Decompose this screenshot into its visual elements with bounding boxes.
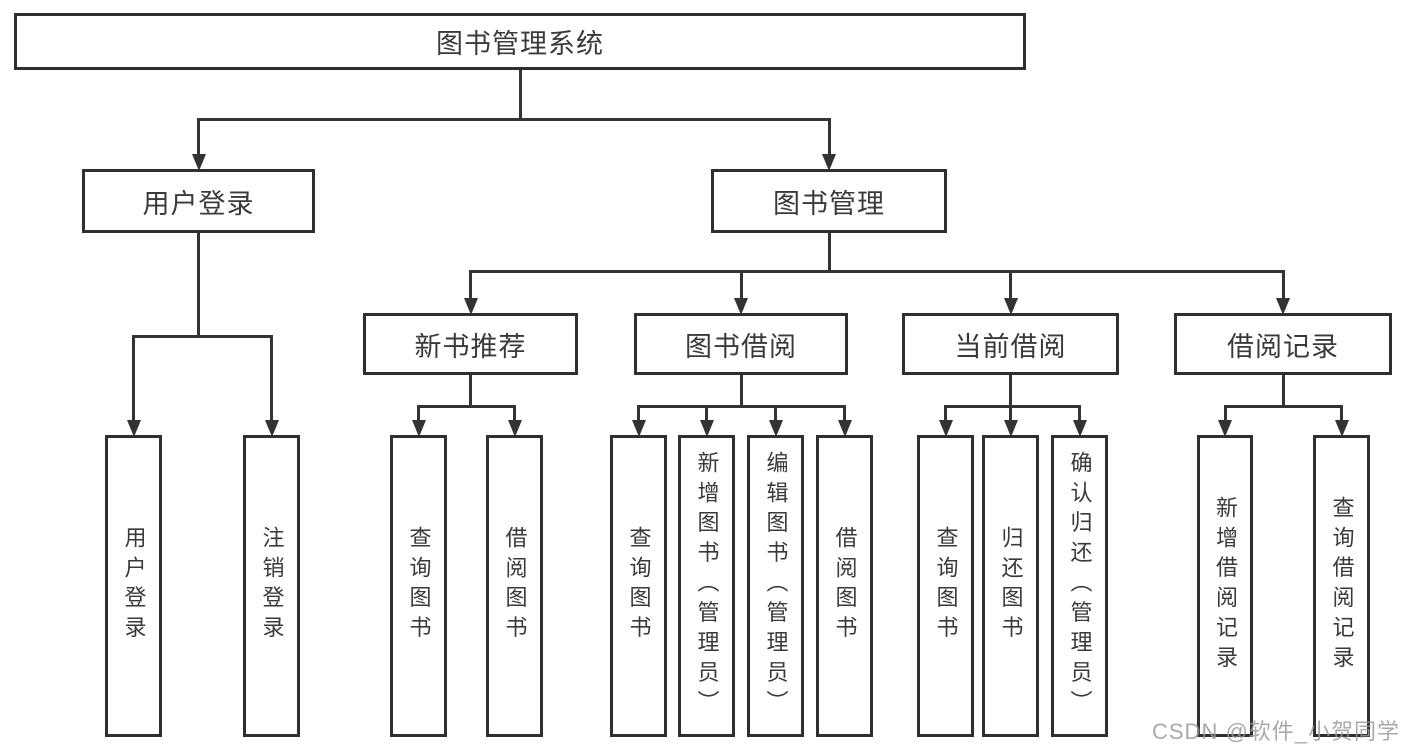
- connector-line: [637, 405, 846, 408]
- connector-line: [944, 405, 1081, 408]
- node-borrow-records: 借阅记录: [1174, 313, 1392, 375]
- node-label: 确认归还（管理员）: [1067, 451, 1093, 721]
- node-label: 图书管理系统: [436, 29, 604, 59]
- arrow-head: [768, 420, 783, 437]
- node-label: 新增图书（管理员）: [694, 451, 720, 721]
- connector-line: [270, 335, 273, 423]
- node-leaf-add-record: 新增借阅记录: [1197, 435, 1253, 737]
- arrow-head: [938, 420, 953, 437]
- connector-line: [739, 270, 743, 301]
- arrow-head: [1072, 420, 1087, 437]
- node-label: 查询图书: [626, 526, 652, 646]
- node-book-mgmt: 图书管理: [711, 169, 947, 233]
- arrow-head: [264, 420, 279, 437]
- arrow-head: [1218, 420, 1232, 437]
- node-label: 借阅图书: [832, 526, 858, 646]
- arrow-head: [822, 154, 836, 171]
- node-new-books: 新书推荐: [363, 313, 578, 375]
- node-leaf-add-book: 新增图书（管理员）: [678, 435, 735, 737]
- connector-line: [827, 118, 831, 157]
- node-leaf-query-1: 查询图书: [390, 435, 447, 737]
- node-leaf-borrow-2: 借阅图书: [816, 435, 873, 737]
- arrow-head: [734, 298, 748, 315]
- node-label: 借阅记录: [1227, 331, 1339, 362]
- node-label: 图书借阅: [685, 331, 797, 362]
- node-leaf-return: 归还图书: [982, 435, 1039, 737]
- arrow-head: [1003, 420, 1018, 437]
- arrow-head: [1276, 298, 1290, 315]
- arrow-head: [837, 420, 852, 437]
- node-book-borrow: 图书借阅: [634, 313, 848, 375]
- arrow-head: [126, 420, 141, 437]
- connector-line: [774, 405, 777, 423]
- node-leaf-query-2: 查询图书: [610, 435, 667, 737]
- node-leaf-query-3: 查询图书: [917, 435, 974, 737]
- arrow-head: [1003, 298, 1018, 315]
- node-label: 当前借阅: [954, 331, 1067, 362]
- node-label: 借阅图书: [502, 526, 528, 646]
- node-leaf-logout: 注销登录: [243, 435, 300, 737]
- node-leaf-query-record: 查询借阅记录: [1313, 435, 1370, 737]
- connector-line: [1009, 374, 1012, 408]
- node-label: 图书管理: [773, 188, 885, 219]
- connector-line: [739, 374, 743, 408]
- connector-line: [513, 405, 516, 423]
- node-label: 查询图书: [406, 526, 432, 646]
- arrow-head: [507, 420, 522, 437]
- connector-line: [944, 405, 947, 423]
- node-current-borrow: 当前借阅: [902, 313, 1119, 375]
- connector-line: [1340, 405, 1343, 423]
- connector-line: [1281, 374, 1285, 408]
- connector-line: [1281, 270, 1285, 301]
- node-leaf-login: 用户登录: [105, 435, 162, 737]
- arrow-head: [1334, 420, 1349, 437]
- node-leaf-edit-book: 编辑图书（管理员）: [747, 435, 804, 737]
- node-label: 归还图书: [998, 526, 1024, 646]
- connector-line: [197, 118, 200, 157]
- node-label: 查询借阅记录: [1329, 496, 1355, 676]
- arrow-head: [411, 420, 426, 437]
- node-label: 用户登录: [142, 188, 255, 219]
- connector-line: [417, 405, 420, 423]
- watermark: CSDN @软件_小贺同学: [1152, 719, 1401, 744]
- connector-line: [417, 405, 516, 408]
- connector-line: [827, 232, 831, 273]
- arrow-head: [463, 298, 478, 315]
- connector-line: [1223, 405, 1343, 408]
- node-label: 编辑图书（管理员）: [763, 451, 789, 721]
- node-label: 新增借阅记录: [1213, 496, 1238, 676]
- connector-line: [469, 374, 472, 408]
- node-label: 查询图书: [933, 526, 959, 646]
- connector-line: [1078, 405, 1081, 423]
- node-leaf-confirm: 确认归还（管理员）: [1051, 435, 1108, 737]
- connector-line: [705, 405, 708, 423]
- connector-line: [1009, 270, 1012, 301]
- connector-line: [1009, 405, 1012, 423]
- node-label: 注销登录: [259, 526, 285, 646]
- arrow-head: [631, 420, 646, 437]
- connector-line: [1223, 405, 1227, 423]
- node-user-login: 用户登录: [82, 169, 315, 233]
- node-label: 用户登录: [121, 526, 147, 646]
- connector-line: [637, 405, 640, 423]
- connector-line: [843, 405, 846, 423]
- arrow-head: [191, 154, 206, 171]
- connector-line: [197, 232, 200, 338]
- node-root: 图书管理系统: [14, 13, 1026, 70]
- node-label: 新书推荐: [414, 331, 527, 362]
- connector-line: [197, 118, 831, 121]
- connector-line: [469, 270, 1285, 273]
- connector-line: [469, 270, 472, 301]
- node-leaf-borrow-1: 借阅图书: [486, 435, 543, 737]
- arrow-head: [699, 420, 714, 437]
- connector-line: [132, 335, 273, 338]
- connector-line: [132, 335, 135, 423]
- connector-line: [518, 69, 522, 121]
